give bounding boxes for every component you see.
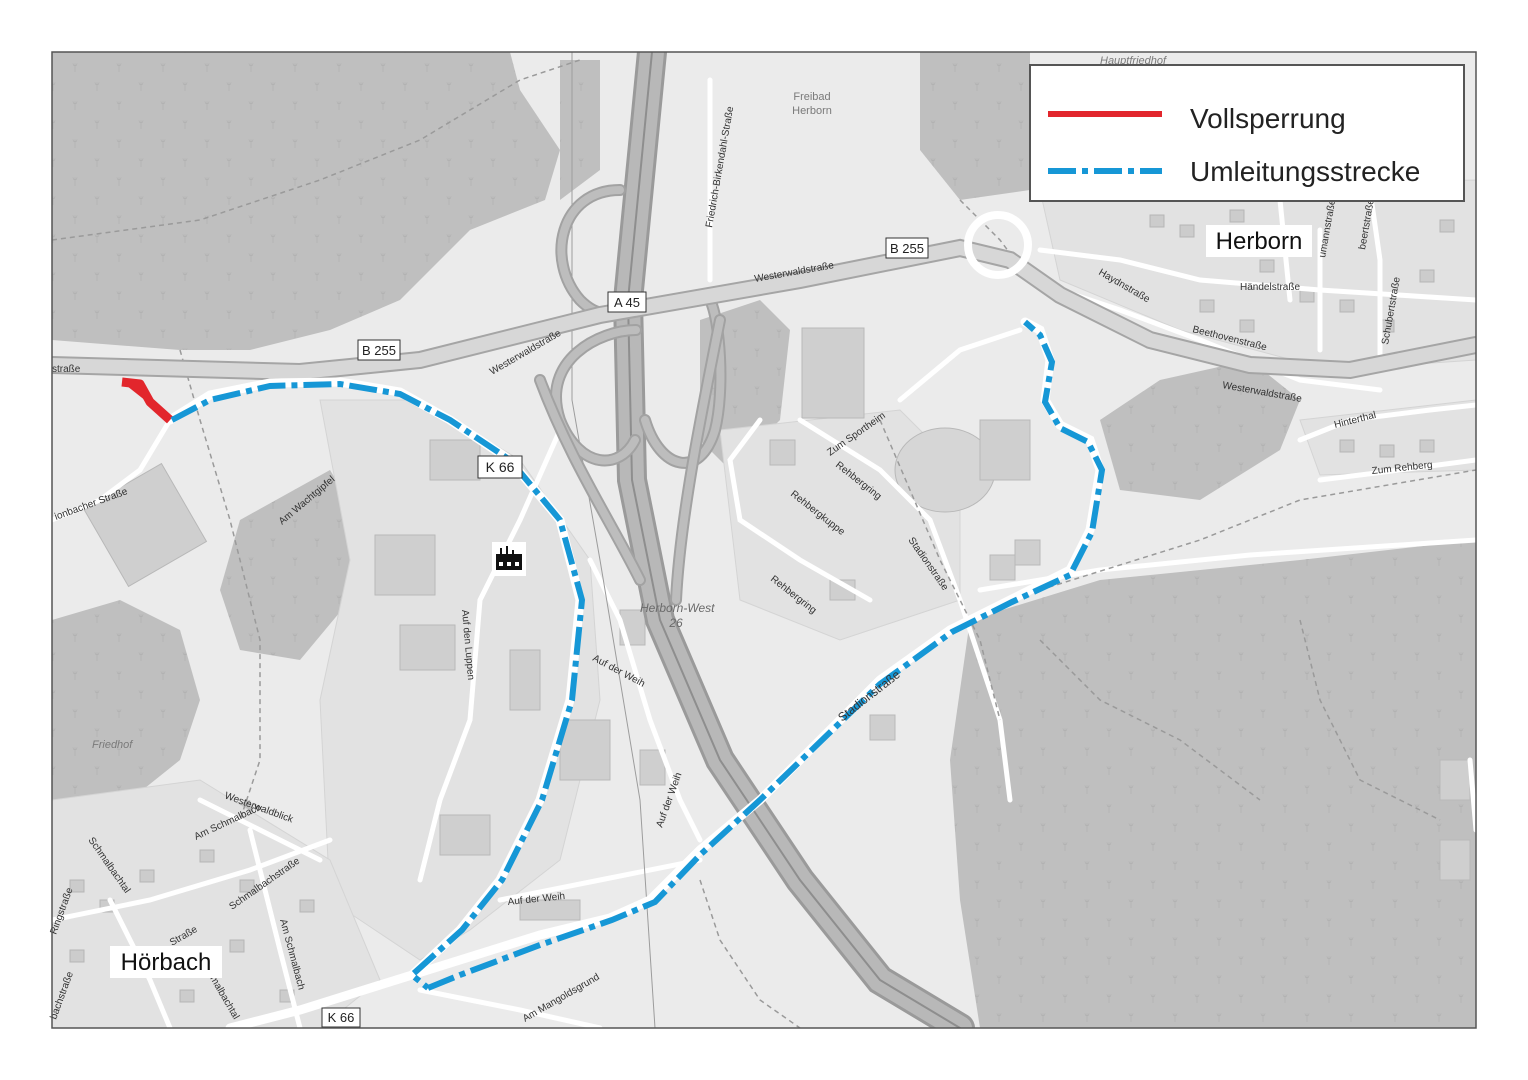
motorway-a45	[534, 52, 975, 1028]
shield-k66-north: K 66	[477, 455, 523, 479]
legend-closure-label: Vollsperrung	[1190, 103, 1346, 134]
label-freibad: Freibad	[793, 91, 830, 103]
forest-areas	[52, 52, 1476, 1028]
legend-detour-label: Umleitungsstrecke	[1190, 156, 1420, 187]
shield-b255-east: B 255	[885, 237, 929, 259]
shield-k66-south: K 66	[321, 1007, 361, 1028]
road-shields: A 45 B 255 B 255 K 66 K 66	[321, 237, 929, 1028]
factory-icon	[492, 542, 526, 576]
legend-box	[1029, 64, 1465, 202]
label-freibad-name: Herborn	[792, 105, 832, 117]
label-westerwaldstrasse-west: straße	[52, 364, 81, 375]
legend: Vollsperrung Umleitungsstrecke	[1029, 64, 1465, 202]
label-junction-number: 26	[668, 616, 683, 630]
closure-section	[121, 377, 174, 424]
svg-text:Herborn: Herborn	[1216, 228, 1303, 255]
svg-text:K 66: K 66	[328, 1010, 355, 1025]
map-frame	[51, 51, 1477, 1029]
shield-a45: A 45	[607, 291, 647, 313]
place-herborn: Herborn	[1206, 225, 1312, 257]
svg-text:B 255: B 255	[890, 241, 924, 256]
road-b255	[52, 211, 1476, 382]
footpaths	[52, 59, 1476, 1028]
label-friedhof: Friedhof	[92, 739, 133, 751]
shield-b255-west: B 255	[357, 339, 401, 361]
label-junction-name: Herborn-West	[640, 601, 715, 615]
svg-text:Hörbach: Hörbach	[121, 949, 212, 976]
svg-text:A 45: A 45	[614, 295, 640, 310]
label-haendelstrasse: Händelstraße	[1240, 282, 1300, 293]
detour-route	[170, 319, 1106, 991]
buildings	[82, 327, 1471, 921]
svg-text:B 255: B 255	[362, 343, 396, 358]
place-hoerbach: Hörbach	[110, 946, 222, 978]
svg-text:K 66: K 66	[486, 459, 515, 475]
